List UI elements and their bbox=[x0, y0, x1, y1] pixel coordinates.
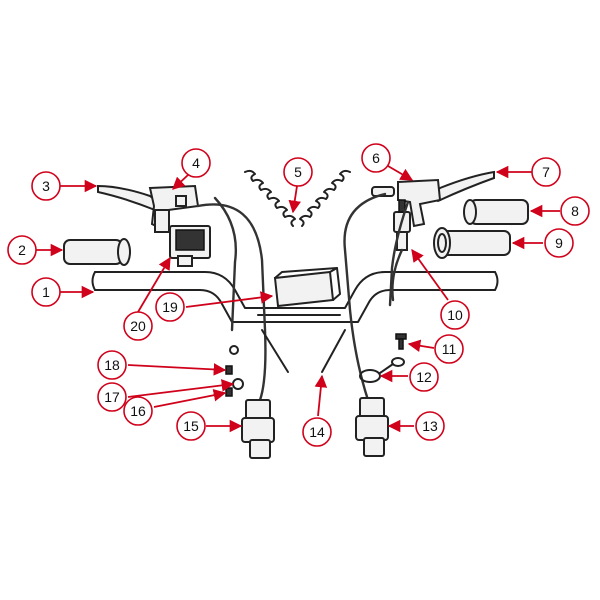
callout-label: 4 bbox=[192, 155, 200, 171]
callout-label: 9 bbox=[555, 235, 563, 251]
callout-1: 1 bbox=[31, 277, 61, 307]
left-grip bbox=[63, 238, 131, 266]
callout-6: 6 bbox=[361, 143, 391, 173]
callout-11: 11 bbox=[434, 334, 464, 364]
callout-label: 17 bbox=[104, 389, 120, 405]
callout-13: 13 bbox=[415, 411, 445, 441]
handlebar-pad bbox=[273, 267, 341, 308]
callout-label: 20 bbox=[130, 318, 146, 334]
callout-label: 14 bbox=[309, 424, 325, 440]
callout-5: 5 bbox=[283, 157, 313, 187]
display-unit bbox=[169, 225, 211, 267]
callout-label: 16 bbox=[130, 403, 146, 419]
right-brake-lever bbox=[371, 170, 495, 228]
mounting-rods bbox=[261, 329, 346, 373]
callout-3: 3 bbox=[31, 171, 61, 201]
callout-label: 6 bbox=[372, 150, 380, 166]
callout-label: 12 bbox=[416, 369, 432, 385]
handlebar bbox=[91, 271, 499, 323]
callout-15: 15 bbox=[176, 411, 206, 441]
callout-19: 19 bbox=[155, 292, 185, 322]
right-switch-housing bbox=[355, 397, 389, 457]
callout-4: 4 bbox=[181, 148, 211, 178]
bolt bbox=[395, 333, 407, 350]
small-hardware bbox=[225, 345, 244, 397]
leader-arrows bbox=[36, 165, 560, 433]
callout-label: 7 bbox=[542, 164, 550, 180]
callout-18: 18 bbox=[97, 350, 127, 380]
callout-9: 9 bbox=[544, 228, 574, 258]
callout-label: 10 bbox=[447, 307, 463, 323]
callout-label: 2 bbox=[18, 242, 26, 258]
callout-20: 20 bbox=[123, 311, 153, 341]
callout-label: 1 bbox=[42, 284, 50, 300]
o-ring bbox=[359, 357, 405, 383]
callout-10: 10 bbox=[440, 300, 470, 330]
callout-label: 5 bbox=[294, 164, 302, 180]
callout-16: 16 bbox=[123, 396, 153, 426]
callout-14: 14 bbox=[302, 417, 332, 447]
callout-label: 18 bbox=[104, 357, 120, 373]
callout-7: 7 bbox=[531, 157, 561, 187]
right-throttle-grip bbox=[433, 227, 511, 259]
callout-label: 8 bbox=[571, 203, 579, 219]
callout-2: 2 bbox=[7, 235, 37, 265]
callout-17: 17 bbox=[97, 382, 127, 412]
callout-12: 12 bbox=[409, 362, 439, 392]
left-brake-lever bbox=[97, 184, 200, 233]
right-grip bbox=[463, 199, 529, 225]
callout-label: 13 bbox=[422, 418, 438, 434]
callout-8: 8 bbox=[560, 196, 590, 226]
callout-label: 11 bbox=[442, 341, 457, 357]
callout-label: 15 bbox=[183, 418, 199, 434]
coiled-cables bbox=[244, 169, 351, 227]
callout-label: 19 bbox=[162, 299, 178, 315]
left-switch-housing bbox=[241, 399, 275, 459]
callout-label: 3 bbox=[42, 178, 50, 194]
